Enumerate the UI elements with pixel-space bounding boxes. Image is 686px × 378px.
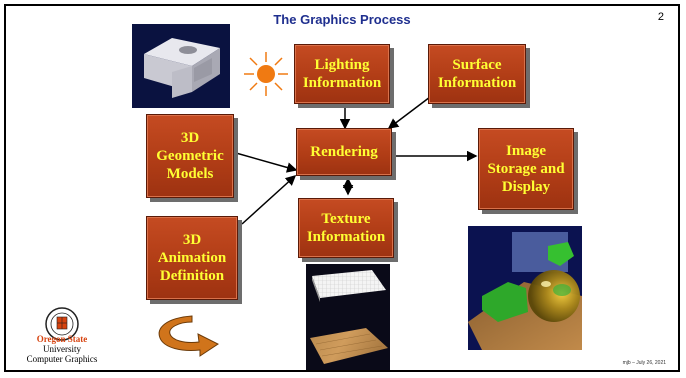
arrow-animation-to-rendering <box>241 174 297 225</box>
animation-definition-box: 3D Animation Definition <box>146 216 238 300</box>
footer-university-text: Oregon State University Computer Graphic… <box>16 334 108 364</box>
image-storage-display-box: Image Storage and Display <box>478 128 574 210</box>
rendering-box: Rendering <box>296 128 392 176</box>
page-number: 2 <box>657 11 664 23</box>
geometric-model-image <box>132 24 230 108</box>
rendered-scene-image <box>468 226 582 350</box>
surface-information-box: Surface Information <box>428 44 526 104</box>
footer-line-3: Computer Graphics <box>26 354 98 364</box>
slide: The Graphics Process 2 <box>4 4 680 372</box>
university-seal-icon <box>45 307 79 341</box>
arrow-geometric-to-rendering <box>235 152 298 173</box>
sun-icon <box>244 52 288 96</box>
rotation-arrow-icon <box>158 315 219 357</box>
arrow-surface-to-rendering <box>387 93 435 129</box>
lighting-information-box: Lighting Information <box>294 44 390 104</box>
connector-layer <box>235 93 478 225</box>
footer-line-1: Oregon State <box>36 334 88 344</box>
geometric-models-box: 3D Geometric Models <box>146 114 234 198</box>
footer-line-2: University <box>43 344 81 354</box>
slide-date: mjb – July 26, 2021 <box>622 360 666 366</box>
slide-title: The Graphics Process <box>273 12 411 27</box>
texture-information-box: Texture Information <box>298 198 394 258</box>
texture-image <box>306 264 390 370</box>
